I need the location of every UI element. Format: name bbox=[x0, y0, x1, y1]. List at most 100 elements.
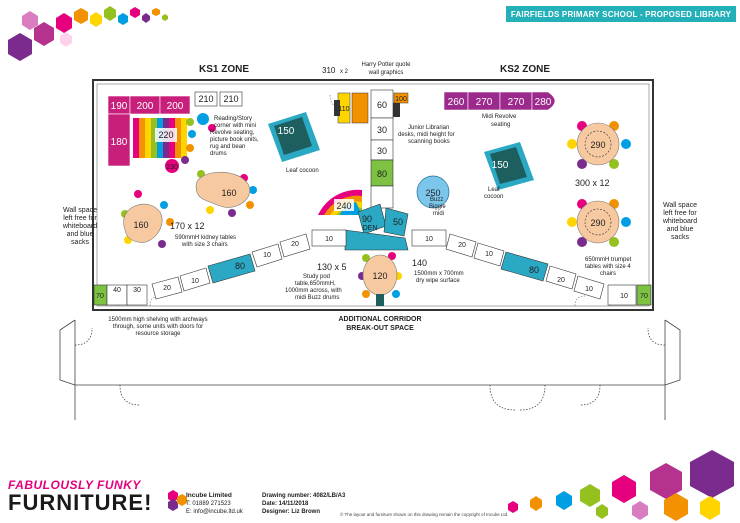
hexagon-footer-logo bbox=[168, 490, 187, 511]
study-pod-label-3: 1000mm across, with bbox=[285, 288, 342, 294]
qty-170: 170 x 12 bbox=[170, 221, 205, 231]
shelf-left-10a: 10 bbox=[191, 278, 199, 285]
unit-110: 110 bbox=[338, 106, 349, 113]
trumpet-table-top: 290 bbox=[567, 121, 631, 169]
den-hub: 90 DEN 50 bbox=[344, 203, 409, 251]
unit-160b: 160 bbox=[133, 220, 148, 230]
unit-290b: 290 bbox=[590, 218, 605, 228]
shelving-label-1: 1500mm high shelving with archways bbox=[108, 317, 207, 323]
header-banner: FAIRFIELDS PRIMARY SCHOOL - PROPOSED LIB… bbox=[506, 6, 736, 22]
rainbow-fan-240: 240 bbox=[318, 189, 362, 215]
study-pod: 120 bbox=[358, 252, 402, 306]
bean-drums: 230 bbox=[165, 113, 216, 173]
harry-potter-label-2: wall graphics bbox=[368, 70, 404, 76]
shelf-right-80: 80 bbox=[529, 265, 539, 275]
unit-250: 250 bbox=[425, 188, 440, 198]
unit-50: 50 bbox=[393, 217, 403, 227]
ks1-zone-label: KS1 ZONE bbox=[199, 64, 249, 75]
buzz-label-2: Biggie bbox=[429, 204, 446, 210]
hexagon-cluster-top-left bbox=[8, 6, 168, 61]
unit-90: 90 bbox=[362, 214, 372, 224]
unit-260: 260 bbox=[448, 97, 465, 108]
wall-right-label-2: left free for bbox=[663, 210, 697, 217]
shelf-small-10: 10 bbox=[620, 293, 628, 300]
leaf-cocoon-right-label-1: Leaf bbox=[488, 187, 500, 193]
qty-310: 310 bbox=[322, 66, 336, 75]
leaf-cocoon-left: 150 Leaf cocoon bbox=[268, 112, 320, 174]
junior-librarian-label-1: Junior Librarian bbox=[408, 125, 449, 131]
buzz-label-3: midi bbox=[433, 211, 444, 217]
librarian-desks: 110 100 bbox=[334, 92, 409, 124]
wall-right-label-5: sacks bbox=[671, 234, 689, 241]
midi-revolve-label-1: Midi Revolve bbox=[482, 114, 517, 120]
reading-corner-label-5: rug and bean bbox=[210, 144, 245, 150]
den-label: DEN bbox=[363, 225, 378, 232]
kidney-label-2: with size 3 chairs bbox=[181, 242, 228, 248]
wall-left-label-2: left free for bbox=[63, 215, 97, 222]
drawing-date: Date: 14/11/2018 bbox=[262, 501, 309, 507]
unit-30a: 30 bbox=[377, 125, 387, 135]
trumpet-label-3: chairs bbox=[600, 271, 616, 277]
white-units-210: 210 210 bbox=[194, 91, 243, 107]
shelf-right-10a: 10 bbox=[425, 236, 433, 243]
unit-210a: 210 bbox=[198, 94, 213, 104]
wall-left-label-3: whiteboard bbox=[62, 223, 97, 230]
ks2-zone-label: KS2 ZONE bbox=[500, 64, 550, 75]
kidney-table-b: 160 bbox=[121, 190, 174, 248]
reading-corner-label-2: corner with mini bbox=[214, 123, 256, 129]
study-pod-label-2: table,650mmH, bbox=[295, 281, 336, 287]
unit-280: 280 bbox=[535, 97, 552, 108]
shelving-left: 70 40 30 20 10 80 10 20 10 bbox=[93, 229, 347, 306]
company-email[interactable]: E: info@incube.ltd.uk bbox=[186, 509, 243, 515]
unit-100: 100 bbox=[395, 96, 407, 103]
brand-line-2: FURNITURE! bbox=[8, 490, 153, 515]
hexagon-cluster-bottom-right bbox=[508, 450, 734, 521]
corridor-label-1: ADDITIONAL CORRIDOR bbox=[338, 316, 421, 323]
company-info: Incube Limited T: 01889 271523 E: info@i… bbox=[186, 492, 243, 516]
unit-220: 220 bbox=[158, 130, 173, 140]
company-name: Incube Limited bbox=[186, 492, 232, 499]
wall-left-label-4: and blue bbox=[67, 231, 94, 238]
plan-title: FAIRFIELDS PRIMARY SCHOOL - PROPOSED LIB… bbox=[510, 9, 732, 19]
reading-corner-label-4: picture book units, bbox=[210, 137, 259, 143]
reading-corner-label-6: drums bbox=[210, 151, 227, 157]
drawing-designer: Designer: Liz Brown bbox=[262, 509, 321, 515]
leaf-cocoon-label-1: Leaf cocoon bbox=[286, 168, 319, 174]
leaf-cocoon-right-label-2: cocoon bbox=[484, 194, 503, 200]
shelf-left-70: 70 bbox=[96, 293, 104, 300]
junior-librarian-label-3: scanning books bbox=[408, 139, 450, 145]
reading-corner-label-1: Reading/Story bbox=[214, 116, 252, 122]
rainbow-rug-220: 220 bbox=[133, 118, 187, 158]
unit-270a: 270 bbox=[476, 97, 493, 108]
shelf-left-20b: 20 bbox=[291, 241, 299, 248]
shelf-left-20a: 20 bbox=[163, 285, 171, 292]
corridor-outline bbox=[59, 319, 681, 420]
shelf-left-10c: 10 bbox=[325, 236, 333, 243]
shelf-left-80: 80 bbox=[235, 261, 245, 271]
wall-left-label-1: Wall space bbox=[63, 207, 97, 214]
central-spine: 60 30 30 80 bbox=[370, 89, 394, 209]
buzz-label-1: Buzz bbox=[430, 197, 443, 203]
brand-logo: FABULOUSLY FUNKY FURNITURE! bbox=[8, 478, 152, 516]
shelf-left-30: 30 bbox=[133, 287, 141, 294]
qty-140: 140 bbox=[412, 258, 427, 268]
reading-corner-label-3: Revolve seating, bbox=[210, 130, 255, 136]
shelf-right-70: 70 bbox=[640, 293, 648, 300]
company-phone: T: 01889 271523 bbox=[186, 501, 231, 507]
trumpet-label-2: tables with size 4 bbox=[585, 264, 631, 270]
wall-right-label-3: whiteboard bbox=[662, 218, 697, 225]
wall-right-label-4: and blue bbox=[667, 226, 694, 233]
shelving-label-2: through, some units with doors for bbox=[113, 324, 203, 330]
dry-wipe-label-2: dry wipe surface bbox=[416, 278, 460, 284]
shelf-right-20b: 20 bbox=[557, 277, 565, 284]
shelving-right: 10 20 10 80 20 10 70 bbox=[411, 229, 652, 306]
shelf-right-10b: 10 bbox=[485, 251, 493, 258]
unit-270b: 270 bbox=[508, 97, 525, 108]
shelf-right-10c: 10 bbox=[585, 286, 593, 293]
buzz-biggie: 250 Buzz Biggie midi bbox=[416, 175, 450, 217]
harry-potter-label-1: Harry Potter quote bbox=[361, 62, 411, 68]
midi-revolve-label-2: seating bbox=[491, 122, 510, 128]
study-pod-label-1: Study pod bbox=[303, 274, 330, 280]
qty-130: 130 x 5 bbox=[317, 262, 347, 272]
